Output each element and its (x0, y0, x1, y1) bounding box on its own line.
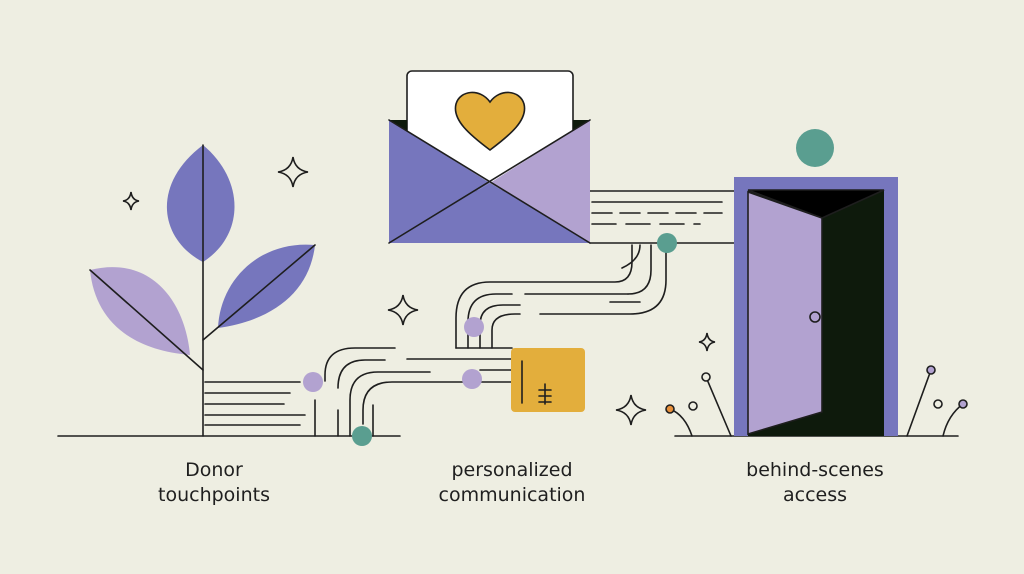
label-line: personalized (451, 459, 573, 481)
label-line: behind-scenes (746, 459, 884, 481)
label-behind-scenes-access: behind-scenes access (705, 458, 925, 508)
connector-lines (204, 190, 735, 437)
door-knob (809, 311, 821, 323)
label-line: Donor (185, 459, 243, 481)
node-dots (303, 129, 834, 446)
door-icon (734, 177, 898, 436)
plant-icon (89, 144, 316, 437)
label-line: access (782, 484, 848, 506)
heart-icon (454, 91, 526, 152)
label-donor-touchpoints: Donor touchpoints (104, 458, 324, 508)
label-personalized-communication: personalized communication (402, 458, 622, 508)
flower-stems (665, 365, 968, 437)
envelope-icon (388, 70, 591, 244)
label-line: touchpoints (158, 484, 270, 506)
sparkle-icon (122, 156, 716, 426)
gift-box-icon (511, 348, 585, 412)
label-line: communication (438, 484, 586, 506)
